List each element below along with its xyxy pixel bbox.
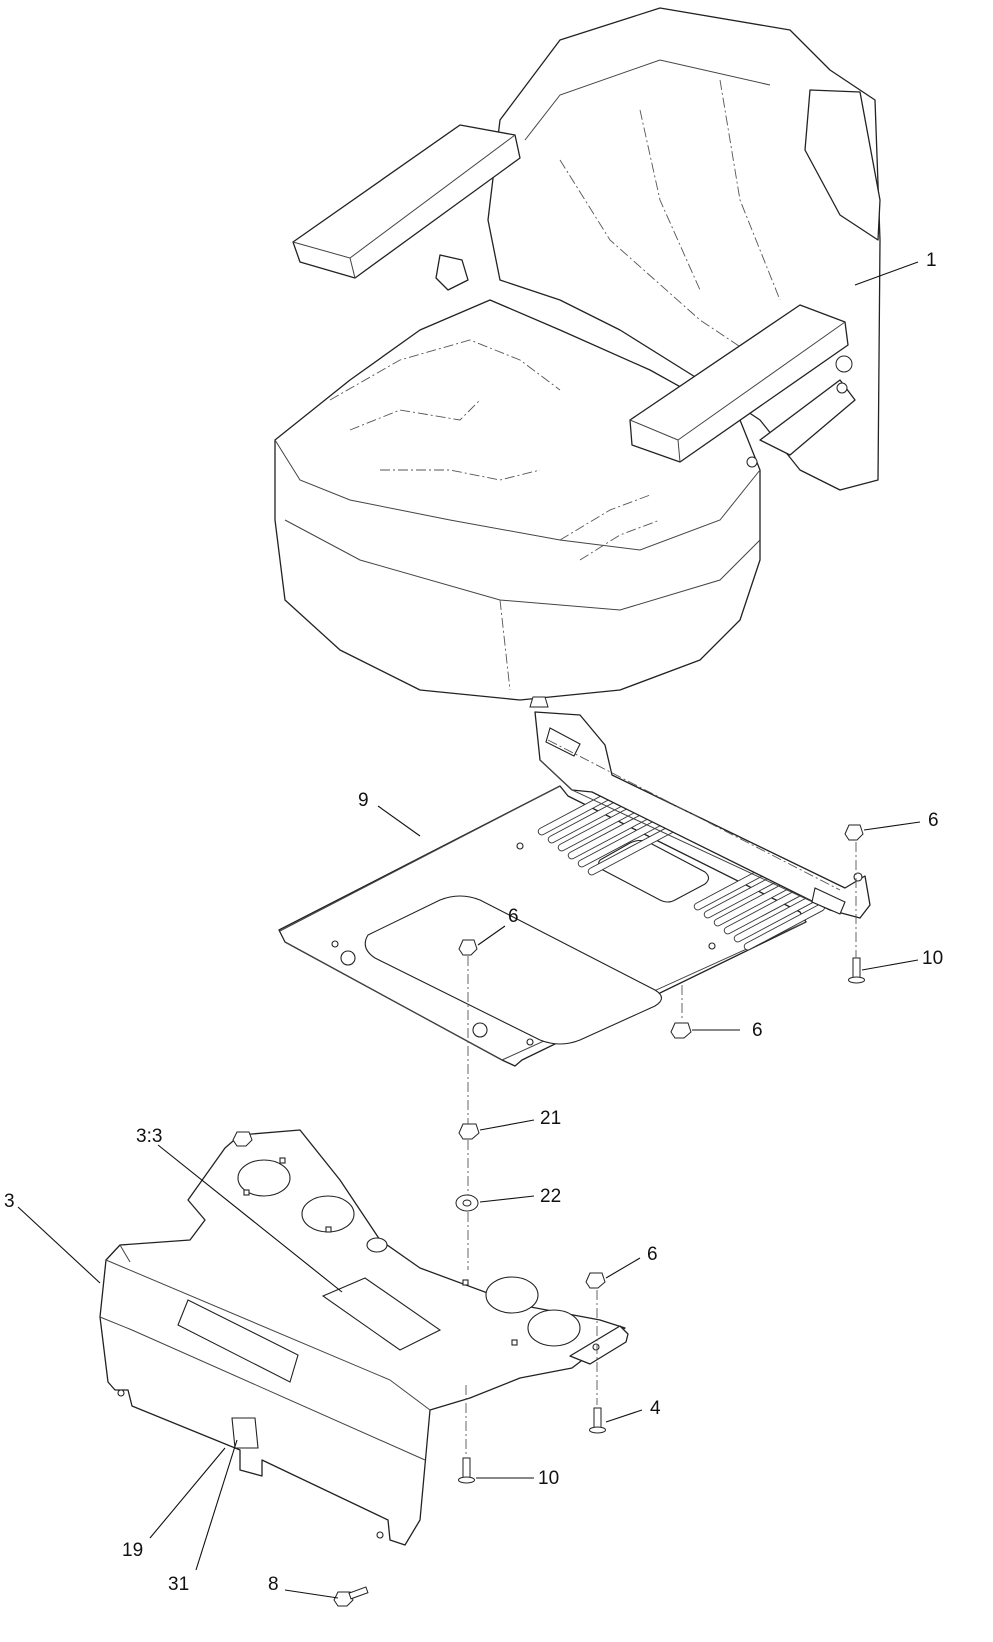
callout-base-bolt-lower: 10 [538, 1468, 559, 1489]
callout-base-bolt-right: 4 [650, 1398, 661, 1419]
decal-31 [231, 1417, 259, 1449]
base-hardware [333, 1272, 606, 1607]
callout-seat-nut-right: 6 [928, 810, 939, 831]
seat [274, 7, 881, 701]
callout-decal-19: 19 [122, 1540, 143, 1561]
callout-decal-31: 31 [168, 1574, 189, 1595]
callout-base-nut-right: 6 [647, 1244, 658, 1265]
callout-locknut: 21 [540, 1108, 561, 1129]
callout-seat: 1 [926, 250, 937, 271]
plate-hardware [455, 824, 865, 1270]
suspension-plate [278, 696, 871, 1067]
callout-suspension-plate: 9 [358, 790, 369, 811]
callout-plate-bolt-right: 10 [922, 948, 943, 969]
vent-slots-upper [537, 783, 678, 876]
seat-base [99, 1129, 629, 1546]
callout-base-bolt-corner: 8 [268, 1574, 279, 1595]
callout-plate-nut-lower: 6 [752, 1020, 763, 1041]
callout-seat-base: 3 [4, 1191, 15, 1212]
callout-seat-base-decal: 3:3 [136, 1126, 162, 1147]
decal-19 [177, 1299, 299, 1383]
vent-slots-lower [693, 863, 825, 951]
callout-spacer: 22 [540, 1186, 561, 1207]
callout-plate-nut-center: 6 [508, 906, 519, 927]
callout-labels: 1 6 9 6 10 6 21 22 3 3:3 6 4 19 10 31 8 [4, 250, 943, 1595]
leader-lines [17, 261, 921, 1599]
decal-3-3 [321, 1277, 442, 1351]
